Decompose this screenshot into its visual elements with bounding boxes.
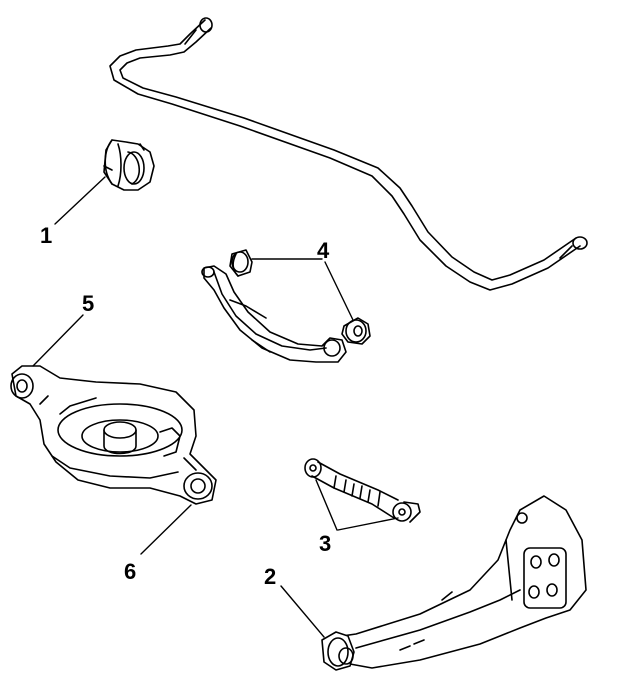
leader-line-1 — [54, 176, 106, 225]
bushing-part-1 — [103, 139, 155, 191]
leader-line-4b — [324, 261, 354, 321]
callout-1: 1 — [40, 223, 53, 248]
leader-line-5 — [32, 314, 84, 367]
leader-line-3b — [337, 517, 399, 531]
leader-line-3a — [315, 479, 338, 531]
lower-control-arm — [10, 365, 217, 505]
trailing-arm-part-2 — [321, 495, 587, 671]
callout-2: 2 — [264, 564, 277, 589]
callout-5: 5 — [82, 291, 95, 316]
upper-arm-part-4 — [201, 249, 371, 363]
callout-4: 4 — [317, 238, 330, 263]
callout-3: 3 — [319, 531, 332, 556]
stabilizer-bar — [109, 17, 588, 291]
leader-line-2 — [280, 585, 325, 638]
adjustable-link-part-3 — [304, 458, 421, 523]
leader-line-6 — [140, 504, 192, 555]
callout-6: 6 — [124, 559, 137, 584]
